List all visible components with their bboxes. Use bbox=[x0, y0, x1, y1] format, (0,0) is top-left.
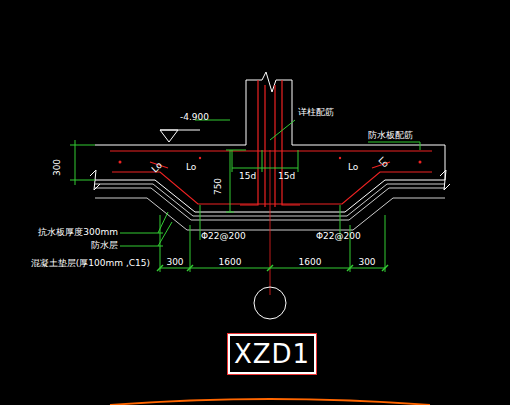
drawing-label: 抗水板厚度300mm bbox=[38, 228, 118, 237]
drawing-label: 详柱配筋 bbox=[298, 108, 334, 117]
title-box: XZD1 bbox=[228, 334, 316, 374]
drawing-label: 15d bbox=[278, 172, 295, 181]
drawing-label: 1600 bbox=[299, 258, 322, 267]
drawing-label: -4.900 bbox=[180, 113, 209, 122]
drawing-label: 混凝土垫层(厚100mm ,C15) bbox=[31, 259, 150, 268]
drawing-label: 300 bbox=[166, 258, 183, 267]
drawing-label: 300 bbox=[54, 159, 63, 176]
drawing-label: 300 bbox=[358, 258, 375, 267]
drawing-label: Φ22@200 bbox=[201, 232, 246, 241]
drawing-label: 防水层 bbox=[91, 241, 118, 250]
drawing-label: Lo bbox=[348, 163, 358, 172]
drawing-label: Lo bbox=[186, 163, 196, 172]
drawing-label: 15d bbox=[239, 172, 256, 181]
drawing-title: XZD1 bbox=[234, 339, 310, 369]
drawing-label: 1600 bbox=[219, 258, 242, 267]
drawing-label: Φ22@200 bbox=[316, 232, 361, 241]
drawing-label: 750 bbox=[215, 178, 224, 195]
drawing-label: 防水板配筋 bbox=[368, 131, 413, 140]
drawing-label: Lo bbox=[376, 156, 390, 170]
